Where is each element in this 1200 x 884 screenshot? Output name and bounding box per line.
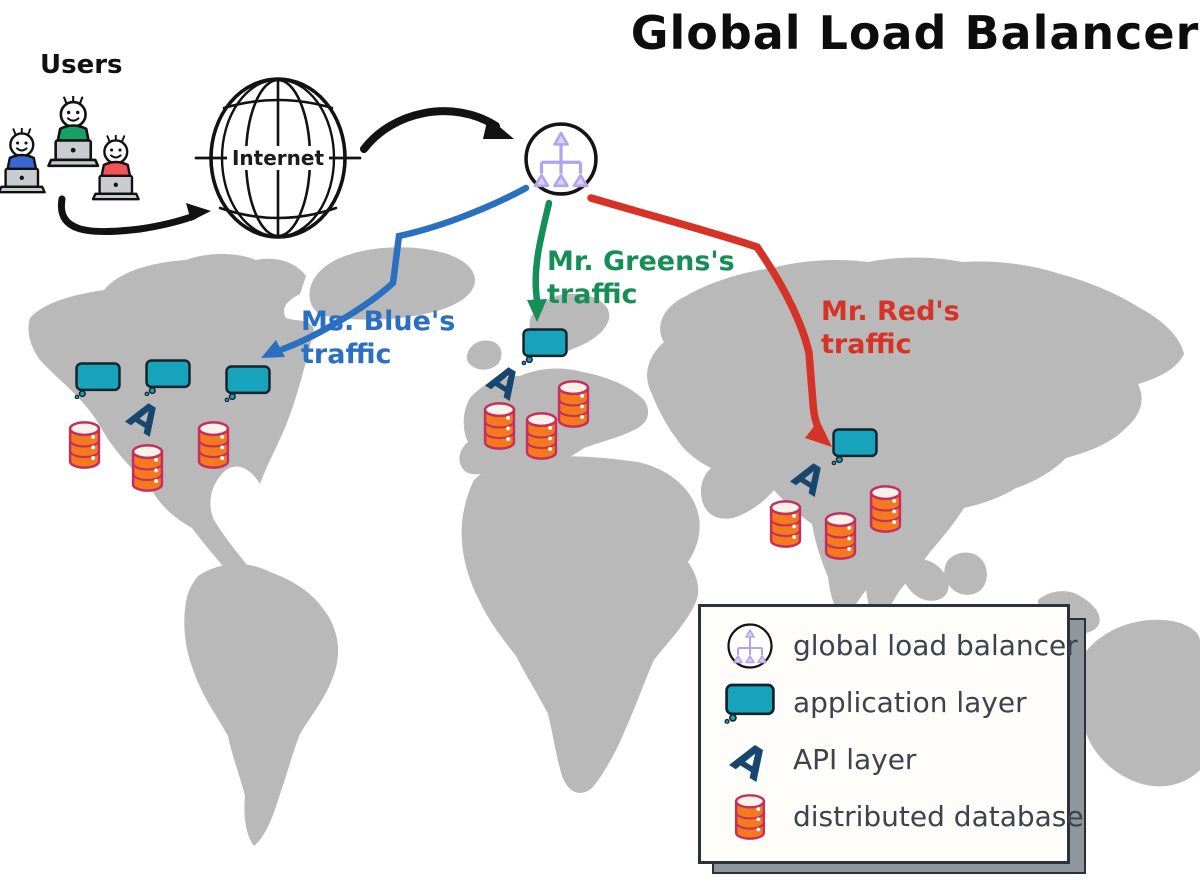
blue-traffic-label: Ms. Blue's traffic [301,306,455,372]
legend-label: API layer [793,743,917,776]
database-icon [824,512,857,560]
island-britain [466,340,502,370]
legend-row-load-balancer: global load balancer [721,617,1078,674]
users-group [0,96,140,201]
legend-row-api-layer: API layer [721,731,1067,788]
legend-label: application layer [793,686,1027,719]
legend-row-database: distributed database [721,788,1084,845]
continent-australia [1076,619,1200,787]
continent-south-america [184,564,339,846]
application-layer-icon [721,682,779,724]
user-figure-blue [0,128,46,194]
internet-label: Internet [226,146,330,170]
database-icon [869,485,902,533]
continent-asia [647,257,1184,626]
red-traffic-label: Mr. Red's traffic [821,296,960,362]
red-traffic-line2: traffic [821,328,912,360]
database-icon [131,444,164,492]
legend-box: global load balancer application layer A… [698,604,1084,864]
load-balancer-icon [524,122,598,196]
database-icon [557,380,590,428]
blue-traffic-line1: Ms. Blue's [301,306,456,337]
application-layer-icon [520,328,568,365]
arrow-red-traffic [587,194,832,447]
arrow-blue-traffic [261,184,530,358]
page-title: Global Load Balancer [630,6,1200,60]
blue-traffic-line2: traffic [301,338,392,370]
database-icon [721,793,779,841]
red-traffic-line1: Mr. Red's [821,296,960,327]
arrow-internet-to-load-balancer [360,107,514,153]
green-traffic-line1: Mr. Greens's [547,246,735,277]
database-icon [483,402,516,450]
arrow-users-to-internet [57,195,211,236]
continent-north-america [28,254,314,591]
arrow-green-traffic [527,199,553,322]
island-sumatra [902,559,949,601]
database-icon [769,500,802,548]
database-icon [525,412,558,460]
user-figure-green [47,96,100,168]
map-continents [28,247,1200,846]
island-borneo [944,552,987,595]
api-layer-icon [721,738,779,782]
legend-label: global load balancer [793,629,1078,662]
load-balancer-icon [721,622,779,670]
legend-label: distributed database [793,800,1084,833]
green-traffic-line2: traffic [547,278,638,310]
green-traffic-label: Mr. Greens's traffic [547,246,735,312]
users-label: Users [40,50,123,80]
continent-africa [461,456,700,793]
user-figure-red [91,135,140,201]
database-icon [197,421,230,469]
database-icon [68,421,101,469]
legend-row-application-layer: application layer [721,674,1067,731]
